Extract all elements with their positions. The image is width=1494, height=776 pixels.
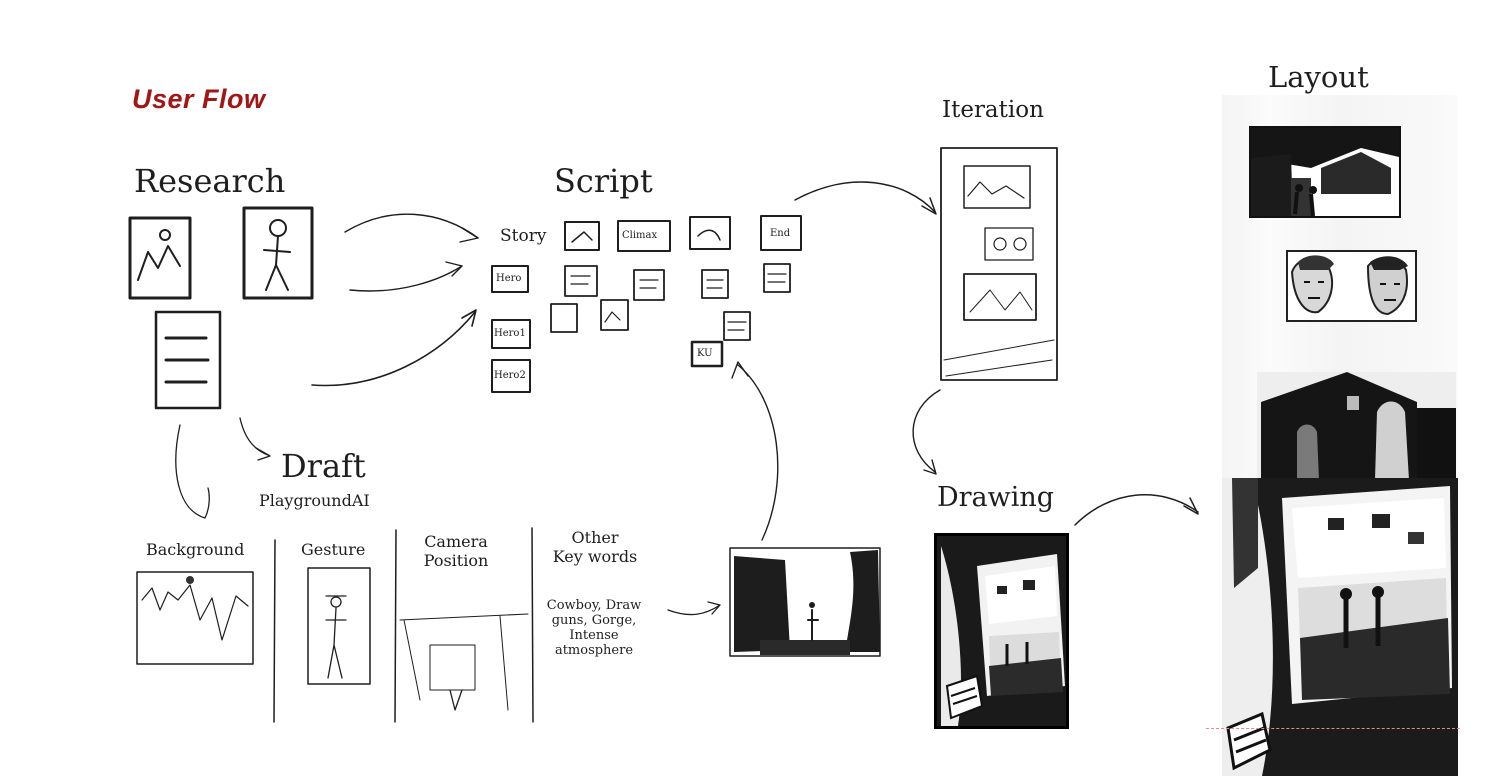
hero1-card xyxy=(491,319,531,349)
end-card xyxy=(760,215,802,251)
other-label-line2: Key words xyxy=(552,547,638,566)
camera-position-label: Camera Position xyxy=(402,532,510,570)
script-card-a xyxy=(564,265,598,297)
script-card-e xyxy=(550,303,578,333)
camera-label-line2: Position xyxy=(423,551,489,570)
layout-panel-2-art xyxy=(1290,255,1408,316)
other-label-line1: Other xyxy=(571,528,619,547)
script-card-d xyxy=(763,263,791,293)
end-label: End xyxy=(770,228,791,239)
hero-label: Hero xyxy=(496,273,522,284)
script-card-f xyxy=(600,299,629,331)
script-story-label: Story xyxy=(500,226,547,246)
layout-panel-3 xyxy=(1257,372,1456,480)
script-card-c xyxy=(701,269,729,299)
layout-panel-1-art xyxy=(1251,128,1399,216)
hero2-card xyxy=(491,359,531,393)
figure-doc-icon xyxy=(242,206,314,300)
camera-label-line1: Camera xyxy=(424,532,488,551)
other-keywords-label: Other Key words xyxy=(540,528,650,566)
layout-panel-2 xyxy=(1286,250,1417,322)
page-title: User Flow xyxy=(132,84,266,114)
ku-label: KU xyxy=(697,348,713,359)
iteration-heading: Iteration xyxy=(942,97,1044,123)
script-card-g xyxy=(723,311,751,341)
gesture-column-label: Gesture xyxy=(301,540,366,559)
camera-position-sketch xyxy=(399,613,529,711)
climax-card xyxy=(617,220,671,252)
story-card-3 xyxy=(689,216,731,250)
ku-card xyxy=(690,340,724,368)
image-doc-icon xyxy=(128,216,192,300)
background-sketch xyxy=(136,571,254,665)
draft-result-sketch xyxy=(729,547,881,657)
script-heading: Script xyxy=(554,162,653,200)
layout-panel-4 xyxy=(1222,478,1458,776)
text-doc-icon xyxy=(154,310,222,410)
keyword-line-1: Cowboy, Draw xyxy=(546,598,642,613)
draft-tool-label: PlaygroundAI xyxy=(259,491,370,510)
layout-heading: Layout xyxy=(1268,60,1369,94)
hero2-label: Hero2 xyxy=(494,370,526,381)
script-card-b xyxy=(633,269,665,301)
keyword-line-4: atmosphere xyxy=(554,643,634,658)
research-heading: Research xyxy=(134,162,286,200)
keyword-line-3: Intense xyxy=(569,628,619,643)
hero-card xyxy=(491,265,529,293)
drawing-heading: Drawing xyxy=(937,482,1055,513)
story-card-1 xyxy=(564,221,600,251)
climax-label: Climax xyxy=(622,230,658,241)
drawing-artwork xyxy=(937,536,1066,726)
layout-panel-1 xyxy=(1249,126,1401,218)
layout-panel-4-art xyxy=(1222,478,1458,776)
gesture-sketch xyxy=(307,567,371,685)
guide-line xyxy=(1206,728,1460,729)
draft-heading: Draft xyxy=(281,447,366,485)
background-column-label: Background xyxy=(146,540,245,559)
drawing-panel xyxy=(934,533,1069,729)
layout-panel-3-art xyxy=(1257,372,1456,480)
keyword-line-2: guns, Gorge, xyxy=(551,613,637,628)
keywords-text: Cowboy, Draw guns, Gorge, Intense atmosp… xyxy=(540,598,648,658)
hero1-label: Hero1 xyxy=(494,328,526,339)
